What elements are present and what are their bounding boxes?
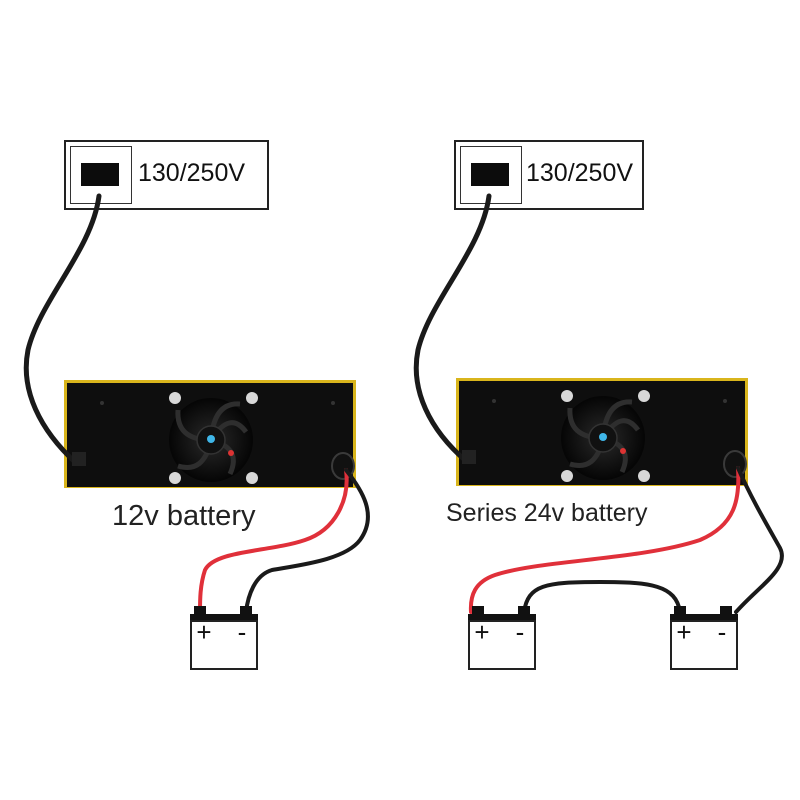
power-outlet-icon	[471, 163, 509, 186]
black-cable-right	[734, 466, 784, 614]
black-cable-left	[244, 468, 370, 614]
red-cable-right	[468, 466, 741, 614]
series-link-cable	[522, 579, 682, 614]
ac-cable-entry-right	[462, 450, 476, 464]
caption-single-battery: 12v battery	[112, 500, 256, 532]
battery-minus-label: -	[238, 617, 247, 647]
charger-left	[64, 380, 356, 488]
screw-hole	[723, 399, 727, 403]
outlet-box-right: 130/250V	[454, 140, 644, 210]
battery-icon	[468, 606, 536, 670]
caption-series-battery: Series 24v battery	[446, 499, 648, 527]
battery-minus-label: -	[516, 617, 525, 647]
outlet-socket-frame-left	[70, 146, 132, 204]
cooling-fan-icon	[169, 392, 258, 484]
screw-hole	[100, 401, 104, 405]
voltage-label-left: 130/250V	[138, 159, 246, 187]
outlet-socket-frame-right	[460, 146, 522, 204]
battery-icon	[670, 606, 738, 670]
ac-cable-right	[413, 193, 492, 464]
outlet-box-left: 130/250V	[64, 140, 269, 210]
battery-minus-label: -	[718, 617, 727, 647]
power-outlet-icon	[81, 163, 119, 186]
ac-cable-entry-left	[72, 452, 86, 466]
cooling-fan-icon	[561, 390, 650, 482]
battery-plus-label: +	[196, 617, 211, 647]
voltage-label-right: 130/250V	[526, 159, 634, 187]
charger-right	[456, 378, 748, 486]
screw-hole	[331, 401, 335, 405]
output-gland-right	[723, 450, 747, 478]
screw-hole	[492, 399, 496, 403]
ac-cable-left	[23, 193, 102, 466]
battery-plus-label: +	[474, 617, 489, 647]
battery-icon	[190, 606, 258, 670]
red-cable-left	[198, 468, 349, 614]
battery-plus-label: +	[676, 617, 691, 647]
